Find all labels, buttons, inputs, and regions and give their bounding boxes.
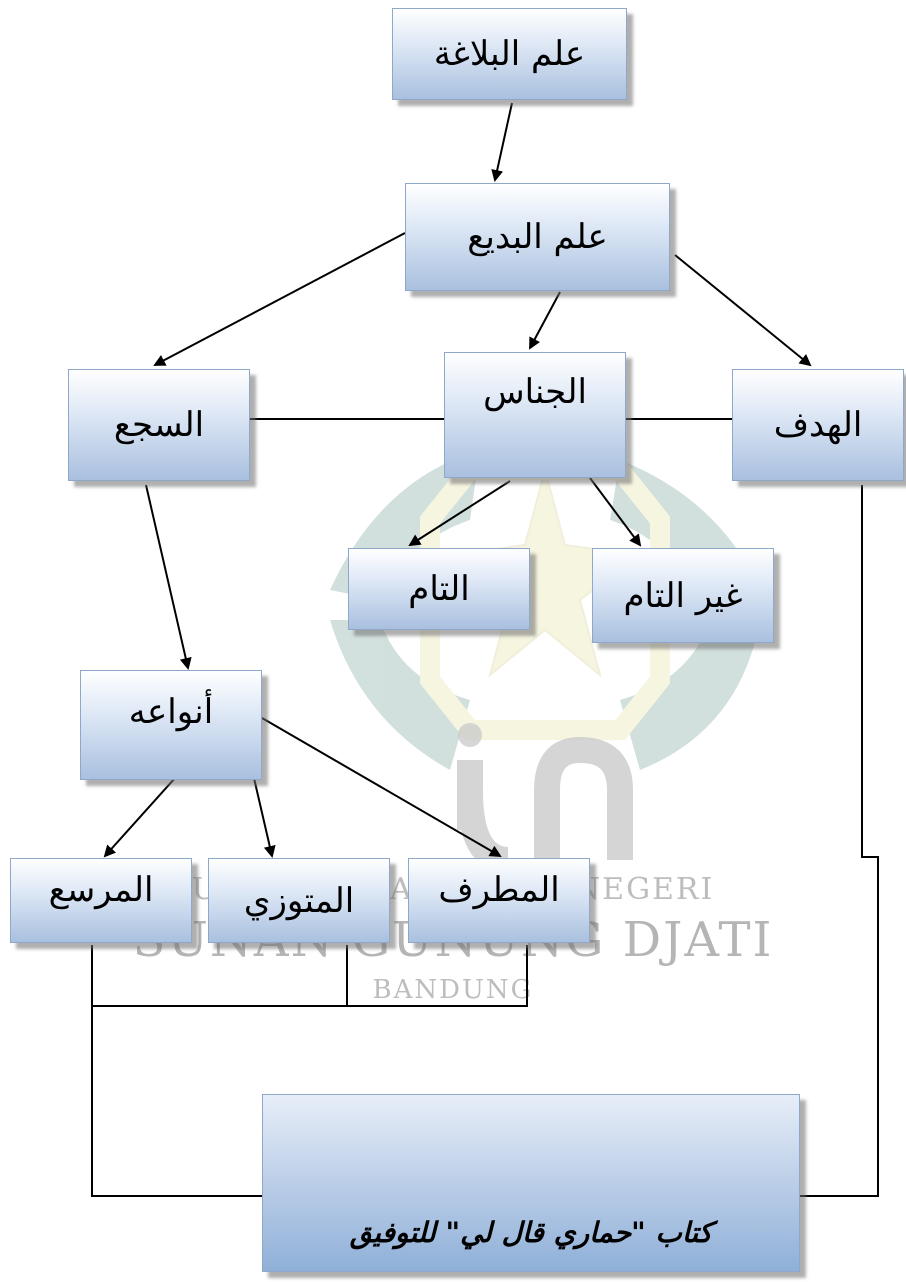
node-jinas: الجناس bbox=[444, 352, 626, 478]
node-mutraf: المطرف bbox=[408, 858, 590, 943]
node-balagha: علم البلاغة bbox=[392, 8, 627, 100]
arrow-badi-hadaf bbox=[674, 254, 812, 367]
arrow-jinas-ghairtam bbox=[589, 477, 642, 547]
node-anwauh: أنواعه bbox=[80, 670, 262, 780]
arrow-anwauh-mutraf bbox=[261, 717, 502, 858]
node-ghair-tam-label: غير التام bbox=[623, 575, 743, 616]
node-mutraf-label: المطرف bbox=[438, 869, 560, 910]
node-saja: السجع bbox=[68, 369, 250, 481]
node-mutawazi-label: المتوزي bbox=[243, 880, 355, 921]
node-badi-label: علم البديع bbox=[467, 217, 608, 257]
line-hadaf-kitab bbox=[800, 485, 879, 1197]
node-kitab-label: كتاب "حماري قال لي" للتوفيق bbox=[349, 1216, 713, 1249]
line-mursa-kitab bbox=[91, 1006, 262, 1197]
node-saja-label: السجع bbox=[113, 405, 205, 445]
arrow-badi-saja bbox=[153, 232, 406, 366]
bracket-bottom-boxes bbox=[91, 945, 528, 1007]
node-mursa-label: المرسع bbox=[48, 869, 154, 910]
node-balagha-label: علم البلاغة bbox=[433, 34, 586, 74]
node-hadaf-label: الهدف bbox=[773, 405, 863, 445]
node-mursa: المرسع bbox=[10, 858, 192, 943]
arrow-jinas-tam bbox=[408, 480, 511, 547]
node-kitab: كتاب "حماري قال لي" للتوفيق bbox=[262, 1094, 800, 1272]
watermark-line3: BANDUNG bbox=[372, 975, 534, 1005]
node-hadaf: الهدف bbox=[732, 369, 904, 481]
node-anwauh-label: أنواعه bbox=[128, 692, 214, 732]
node-jinas-label: الجناس bbox=[483, 372, 587, 412]
node-tam-label: التام bbox=[408, 569, 470, 609]
node-mutawazi: المتوزي bbox=[208, 858, 390, 943]
arrow-badi-jinas bbox=[529, 291, 561, 350]
node-ghair-tam: غير التام bbox=[592, 548, 774, 643]
node-tam: التام bbox=[348, 548, 530, 630]
arrow-balagha-badi bbox=[491, 102, 513, 182]
arrow-saja-anwauh bbox=[145, 484, 192, 670]
node-badi: علم البديع bbox=[405, 183, 670, 291]
